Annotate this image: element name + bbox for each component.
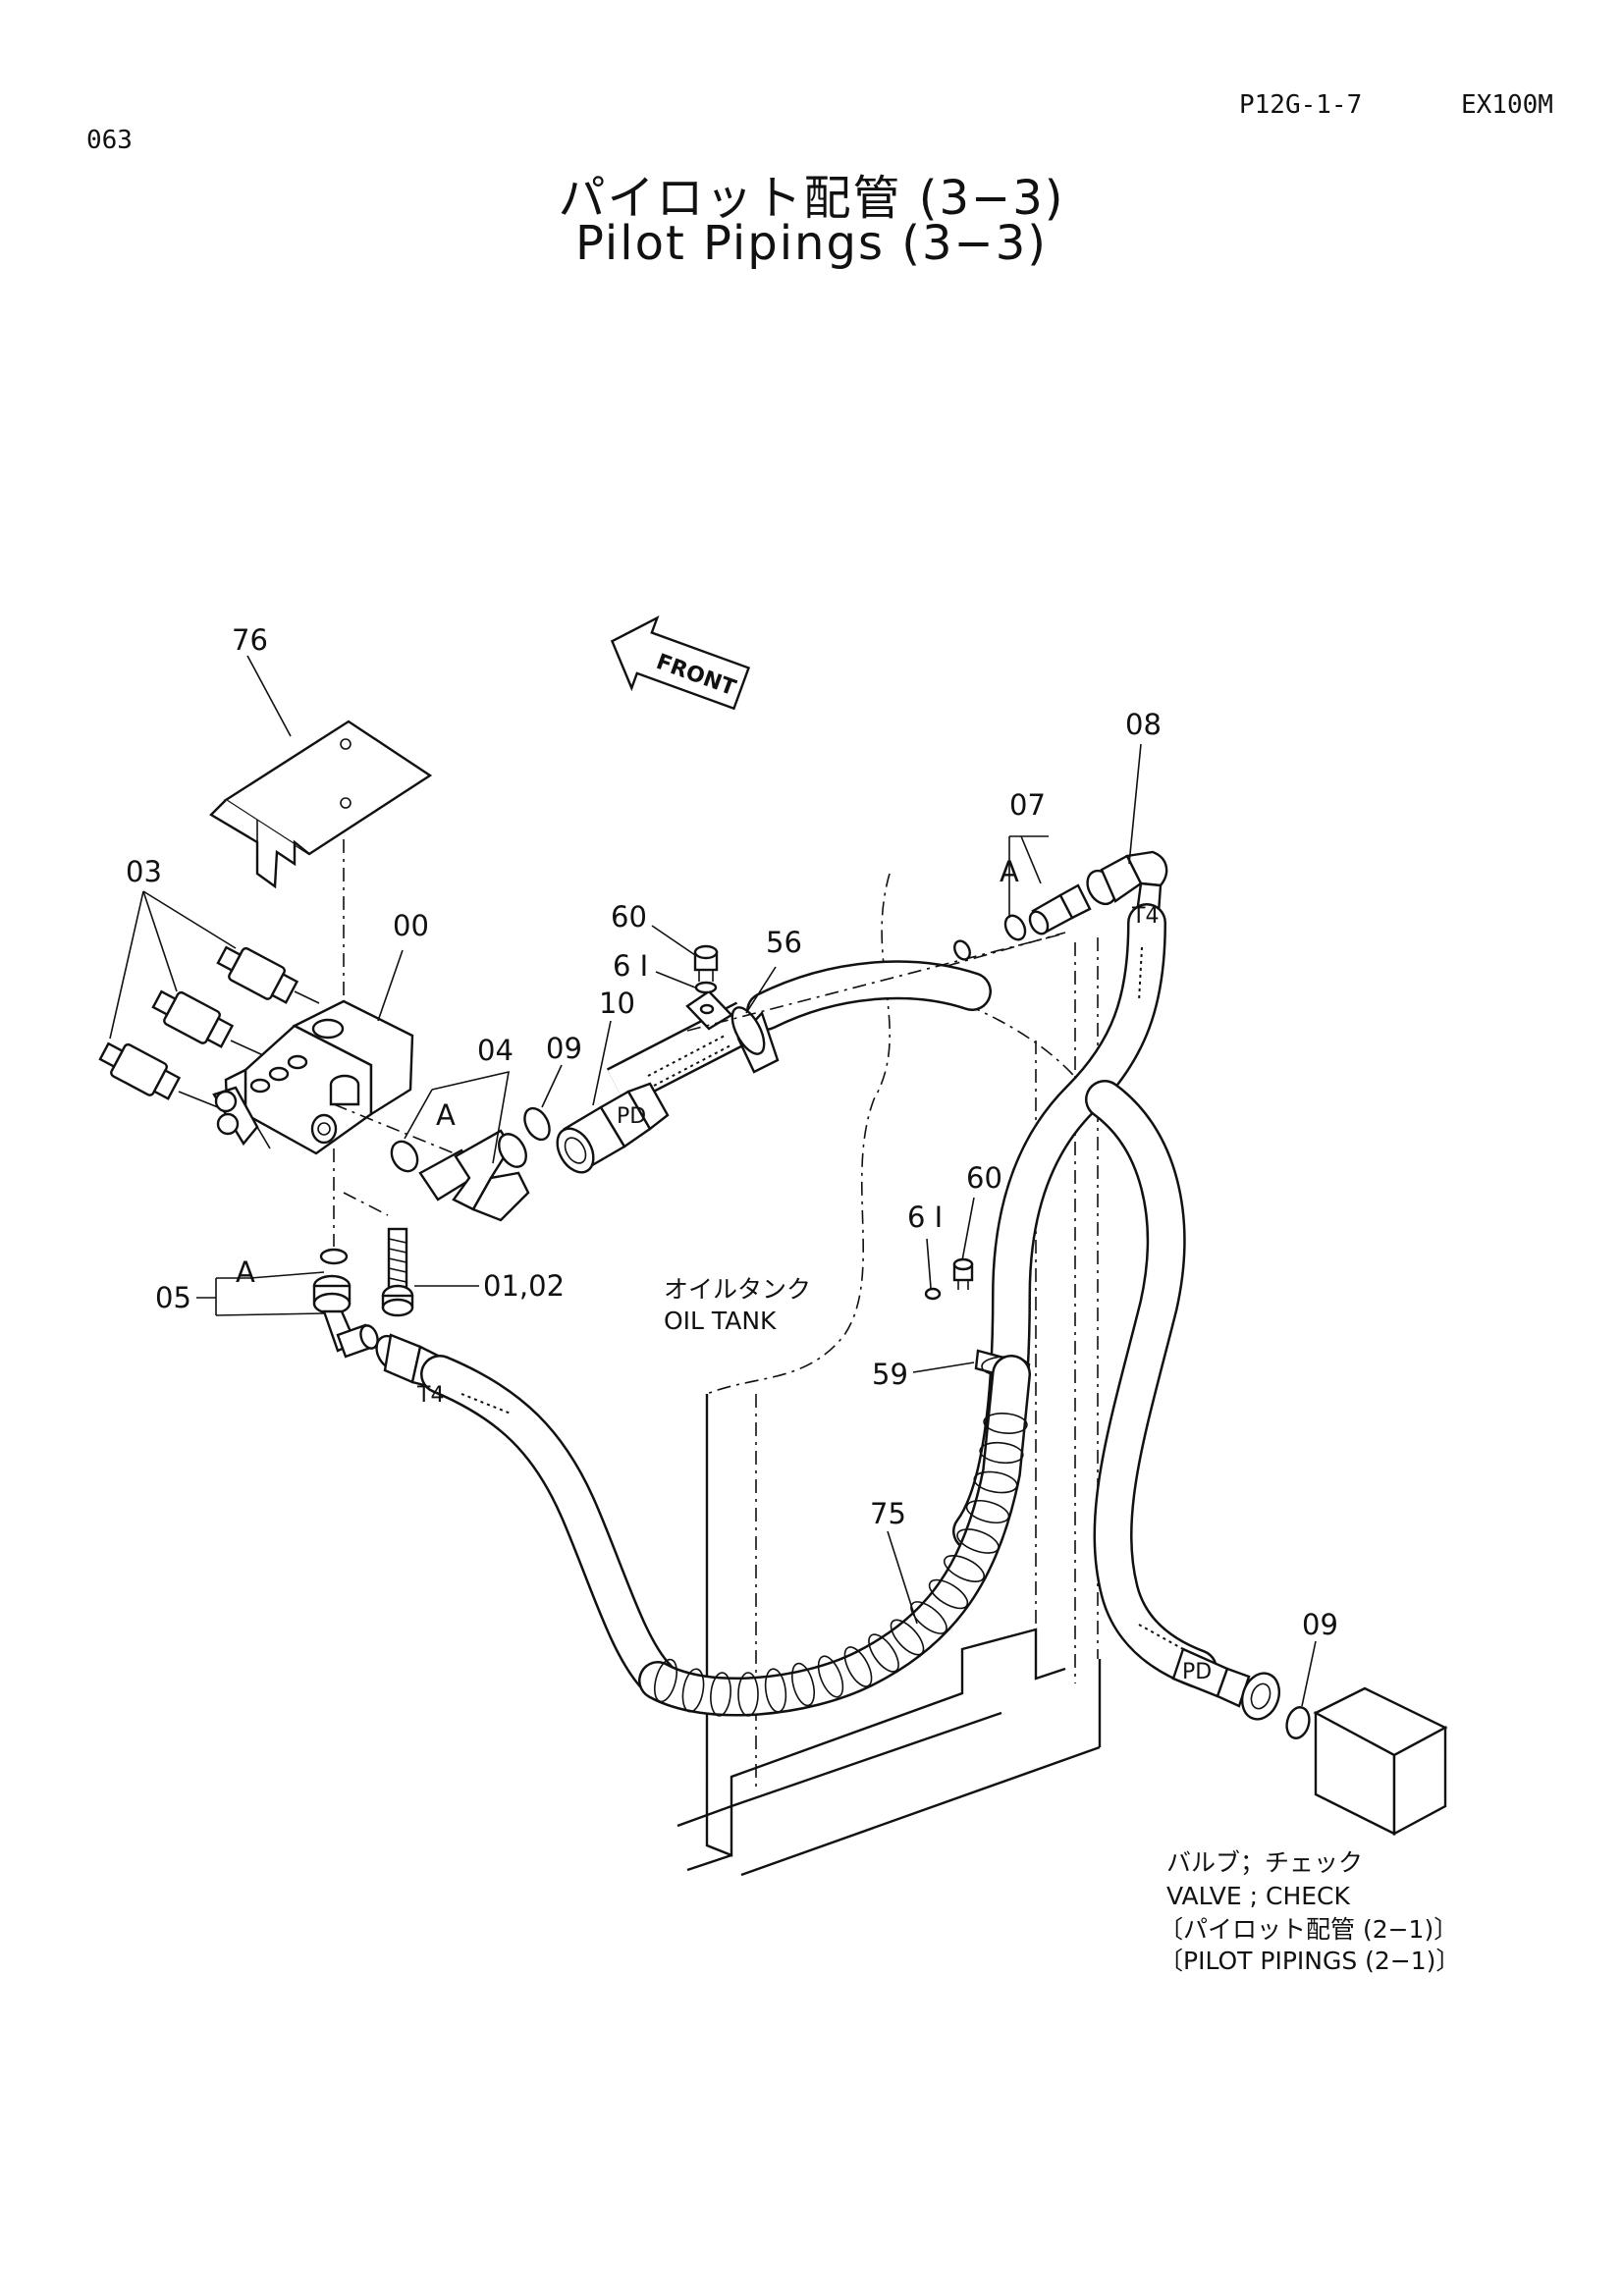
centerline-07 [686, 934, 1061, 1032]
centerline-04 [333, 1103, 462, 1157]
leader-08 [1128, 743, 1142, 865]
leader-59 [912, 1362, 975, 1373]
hose-right-pd [1085, 1080, 1217, 1688]
callout-09-left: 09 [546, 1032, 582, 1065]
page-number: 063 [86, 126, 133, 155]
leader-76 [246, 655, 292, 737]
solenoid-cartridges-03 [98, 945, 320, 1108]
front-direction-arrow: FRONT [610, 615, 751, 711]
hose-mark-t4-right: T4 [1131, 904, 1159, 929]
callout-a-05: A [236, 1255, 255, 1289]
callout-60-upper: 60 [611, 900, 647, 934]
sleeve-56 [730, 1006, 780, 1074]
spiral-rings-75 [653, 1413, 1028, 1717]
callout-07: 07 [1009, 788, 1046, 822]
o-ring-07-ghost [953, 939, 971, 961]
leader-04-a [404, 1089, 433, 1140]
adapter-07 [1028, 883, 1092, 935]
leader-56 [745, 966, 777, 1014]
callout-a-04: A [436, 1098, 456, 1132]
reference-label-en: 〔PILOT PIPINGS (2−1)〕 [1159, 1947, 1460, 1975]
bolt-60-lower [952, 1257, 974, 1290]
callout-05: 05 [155, 1281, 191, 1314]
o-ring-07 [1003, 914, 1027, 941]
oil-tank-label-en: OIL TANK [664, 1307, 777, 1335]
callout-04: 04 [477, 1034, 514, 1067]
leader-03c [142, 890, 237, 949]
reference-code: P12G-1-7 [1239, 90, 1363, 120]
callout-01-02: 01,02 [483, 1269, 565, 1303]
washer-61-lower [924, 1287, 942, 1301]
hose-mark-pd-right: PD [1182, 1660, 1212, 1684]
front-label: FRONT [653, 650, 739, 701]
page-title-english: Pilot Pipings (3−3) [575, 216, 1048, 271]
leader-03b [142, 890, 178, 992]
spiral-protector-75 [638, 1355, 1031, 1717]
hose-upper-pd [606, 960, 992, 1107]
check-valve-box [1313, 1686, 1448, 1837]
plate-76 [209, 720, 433, 889]
leader-09-left [541, 1064, 563, 1108]
fitting-10 [556, 1082, 670, 1174]
leader-00 [377, 949, 404, 1022]
o-ring-04 [390, 1140, 419, 1173]
clamp-upper [685, 989, 733, 1031]
hose-mark-t4-left: T4 [416, 1383, 444, 1408]
callout-00: 00 [393, 909, 429, 942]
callout-76: 76 [232, 623, 268, 657]
bolt-01-02 [381, 1227, 414, 1317]
callout-10: 10 [599, 987, 635, 1020]
hose-lower-left-t4 [420, 1355, 677, 1698]
leader-04 [431, 1070, 510, 1164]
o-ring-09-left [523, 1106, 551, 1142]
reference-label-jp: 〔パイロット配管 (2−1)〕 [1159, 1915, 1458, 1944]
leader-09-right [1301, 1640, 1317, 1707]
leader-60-upper [651, 925, 696, 956]
fitting-pd-right [1171, 1647, 1281, 1721]
elbow-04 [418, 1129, 530, 1222]
oil-tank-label-jp: オイルタンク [664, 1275, 811, 1304]
elbow-05 [312, 1274, 379, 1359]
page-title-japanese: パイロット配管 (3−3) [558, 171, 1065, 226]
bolt-60-upper [693, 944, 719, 994]
leader-61-upper [655, 971, 696, 988]
leader-10 [592, 1020, 612, 1106]
check-valve-label-jp: バルブ；チェック [1166, 1848, 1363, 1877]
o-ring-05 [319, 1248, 349, 1265]
callout-61-lower: 6 I [907, 1201, 943, 1234]
callout-09-right: 09 [1302, 1608, 1338, 1641]
centerline-bolt [343, 1192, 389, 1216]
hose-mark-pd-upper: PD [617, 1104, 646, 1129]
leader-61-lower [926, 1238, 932, 1289]
callout-60-lower: 60 [966, 1161, 1002, 1195]
leader-05 [215, 1271, 325, 1316]
o-ring-09-right [1285, 1706, 1311, 1739]
callout-03: 03 [126, 855, 162, 888]
callout-08: 08 [1125, 708, 1162, 741]
callout-a-07: A [1000, 855, 1019, 888]
leader-03a [109, 890, 144, 1040]
callout-61-upper: 6 I [613, 949, 648, 983]
model-number: EX100M [1461, 90, 1553, 120]
leader-07 [1008, 835, 1049, 918]
valve-block-00 [212, 999, 414, 1155]
leader-07-a [1020, 835, 1042, 884]
callout-59: 59 [872, 1358, 908, 1391]
callout-56: 56 [766, 926, 802, 959]
leader-60-lower [961, 1197, 975, 1261]
check-valve-label-en: VALVE ; CHECK [1166, 1882, 1351, 1910]
callout-75: 75 [870, 1497, 906, 1530]
leader-75 [887, 1530, 918, 1625]
